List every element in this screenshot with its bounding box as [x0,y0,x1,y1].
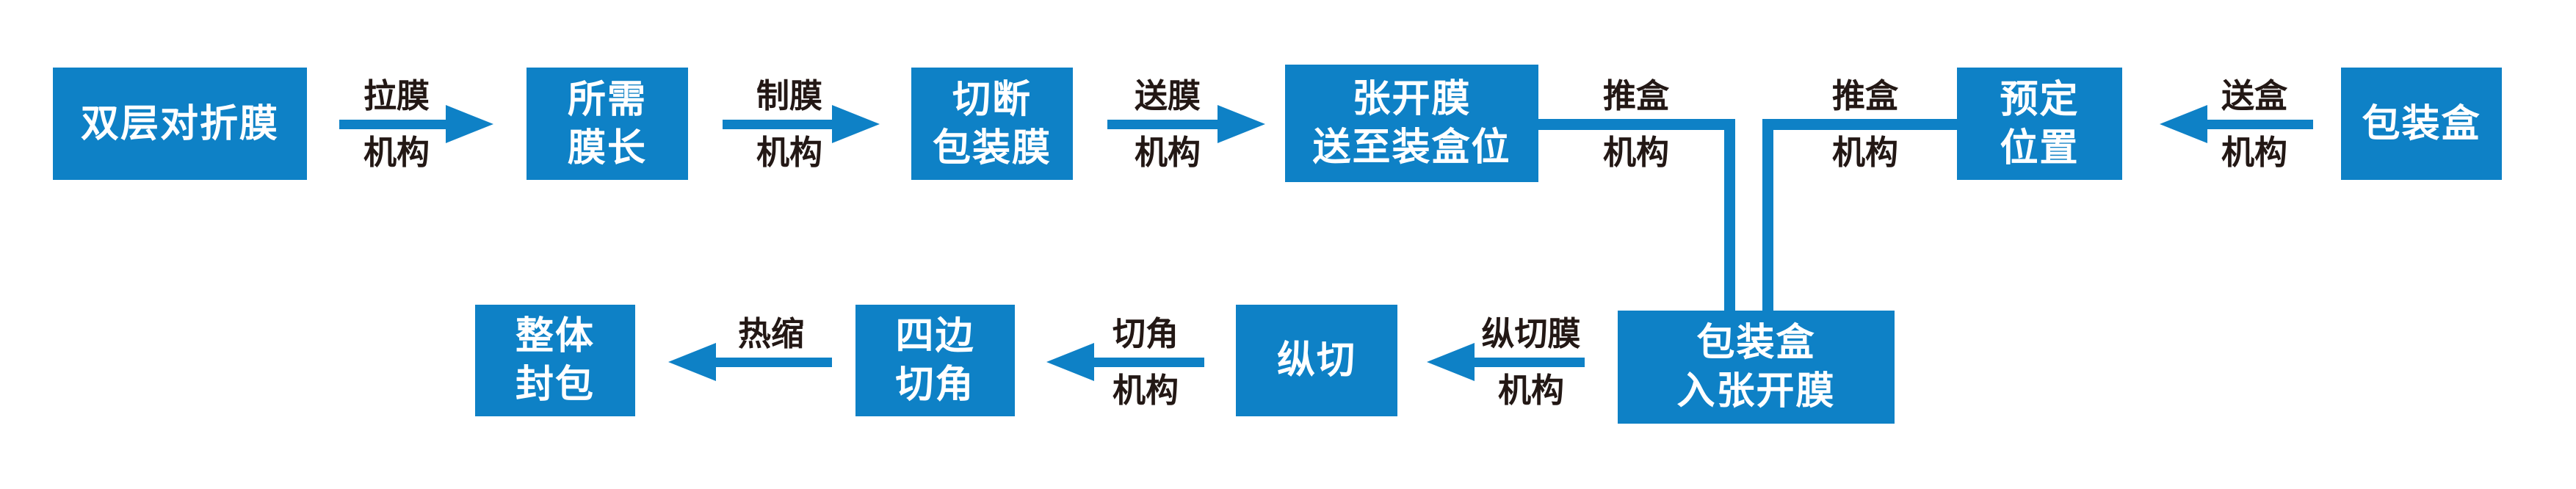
connector-push-box-right-label-bottom: 机构 [1831,133,1899,172]
flow-box-required-film-length-line: 所需 [567,77,647,122]
flow-box-box-into-opened-film: 包装盒入张开膜 [1618,311,1895,424]
flow-box-double-folded-film-line: 双层对折膜 [80,101,279,146]
flow-box-overall-sealing: 整体封包 [475,305,635,416]
flow-box-packaging-box: 包装盒 [2341,68,2502,180]
arrow-make-film-label-top: 制膜 [756,76,823,115]
arrow-feed-film-label-bottom: 机构 [1134,133,1201,172]
flow-box-four-side-corner-cut: 四边切角 [855,305,1015,416]
arrow-longitudinal-cut-film-label-bottom: 机构 [1497,371,1565,410]
flow-box-open-film-to-boxing-pos-line: 张开膜 [1352,77,1472,121]
arrow-corner-cut-label-bottom: 机构 [1112,371,1179,410]
flow-box-required-film-length: 所需膜长 [527,68,688,180]
flow-box-overall-sealing-line: 整体 [515,314,595,358]
connector-push-box-right-horizontal [1762,119,1957,130]
connector-push-box-left-label-top: 推盒 [1602,76,1670,115]
flow-box-box-into-opened-film-line: 包装盒 [1696,321,1816,365]
arrow-make-film-shaft [723,120,832,129]
arrow-pull-film-label-top: 拉膜 [363,76,430,115]
arrow-heat-shrink-head [668,343,716,381]
arrow-feed-box-label-top: 送盒 [2221,76,2288,115]
connector-push-box-left-horizontal [1538,119,1735,130]
arrow-pull-film-head [446,105,493,143]
arrow-pull-film-shaft [339,120,446,129]
flow-box-longitudinal-cut-line: 纵切 [1276,338,1356,383]
flow-box-preset-position-line: 预定 [2000,77,2080,122]
arrow-corner-cut-head [1046,343,1094,381]
connector-push-box-left-vertical [1724,119,1735,311]
flow-box-longitudinal-cut: 纵切 [1236,305,1397,416]
arrow-feed-film-head [1218,105,1265,143]
arrow-make-film-label-bottom: 机构 [756,133,823,172]
arrow-pull-film-label-bottom: 机构 [363,133,430,172]
flow-box-cut-packaging-film-line: 切断 [952,77,1032,122]
flow-box-preset-position-line: 位置 [2000,126,2080,170]
arrow-feed-box-shaft [2207,120,2313,129]
arrow-feed-film-label-top: 送膜 [1134,76,1201,115]
flow-box-four-side-corner-cut-line: 切角 [895,363,975,407]
flow-box-open-film-to-boxing-pos-line: 送至装盒位 [1312,126,1511,170]
flow-box-cut-packaging-film-line: 包装膜 [932,126,1052,170]
flow-box-four-side-corner-cut-line: 四边 [895,314,975,358]
arrow-longitudinal-cut-film-shaft [1475,358,1585,367]
arrow-longitudinal-cut-film-head [1427,343,1475,381]
arrow-heat-shrink-shaft [716,358,832,367]
arrow-feed-box-label-bottom: 机构 [2221,133,2288,172]
arrow-corner-cut-label-top: 切角 [1112,314,1179,353]
arrow-feed-box-head [2160,105,2207,143]
connector-push-box-right-vertical [1762,119,1773,311]
flow-box-required-film-length-line: 膜长 [567,126,647,170]
flow-box-double-folded-film: 双层对折膜 [53,68,307,180]
flow-box-preset-position: 预定位置 [1957,68,2122,180]
connector-push-box-left-label-bottom: 机构 [1602,133,1670,172]
arrow-feed-film-shaft [1107,120,1218,129]
flow-box-cut-packaging-film: 切断包装膜 [911,68,1073,180]
flow-box-packaging-box-line: 包装盒 [2362,101,2481,146]
flow-box-open-film-to-boxing-pos: 张开膜送至装盒位 [1285,65,1538,182]
arrow-corner-cut-shaft [1094,358,1204,367]
arrow-longitudinal-cut-film-label-top: 纵切膜 [1481,314,1581,353]
flow-box-overall-sealing-line: 封包 [515,363,595,407]
flow-box-box-into-opened-film-line: 入张开膜 [1676,369,1836,413]
arrow-make-film-head [832,105,880,143]
arrow-heat-shrink-label-top: 热缩 [737,314,805,353]
connector-push-box-right-label-top: 推盒 [1831,76,1899,115]
